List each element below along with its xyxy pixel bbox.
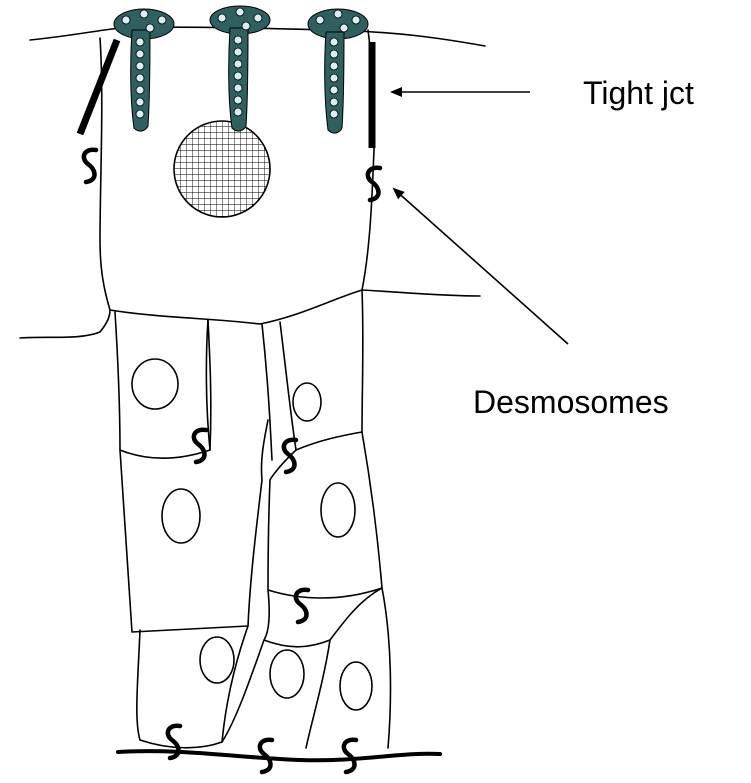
- desmosome-3: [194, 430, 206, 462]
- desmosome-8: [344, 740, 356, 772]
- secretory-vesicle-left: [114, 9, 174, 131]
- desmosome-4: [284, 440, 296, 472]
- nucleus-3: [162, 489, 200, 543]
- desmosome-2: [368, 168, 380, 200]
- desmosome-5: [296, 590, 308, 622]
- left-neighbor-boundary: [20, 310, 110, 338]
- nucleus-7: [340, 662, 372, 710]
- nucleus-6: [270, 650, 304, 698]
- basement-membrane: [118, 751, 440, 760]
- nucleus-1: [132, 359, 178, 409]
- nucleus-2: [293, 383, 321, 421]
- secretory-vesicle-right: [308, 9, 368, 133]
- basal-cell-right-upper: [280, 290, 363, 450]
- basal-cell-center-upper: [208, 320, 272, 460]
- desmosomes-arrow: [394, 189, 568, 344]
- secretory-vesicle-middle: [210, 6, 270, 131]
- desmosome-1: [84, 150, 96, 182]
- nucleus-4: [321, 483, 355, 537]
- tight-junction-label: Tight jct: [583, 75, 694, 111]
- desmosomes-label: Desmosomes: [473, 384, 669, 420]
- basal-cell-bottom-left: [137, 626, 248, 748]
- tight-junction-left: [80, 40, 117, 134]
- nucleus-5: [200, 637, 234, 683]
- apical-nucleus: [174, 121, 270, 217]
- right-neighbor-boundary: [362, 290, 480, 296]
